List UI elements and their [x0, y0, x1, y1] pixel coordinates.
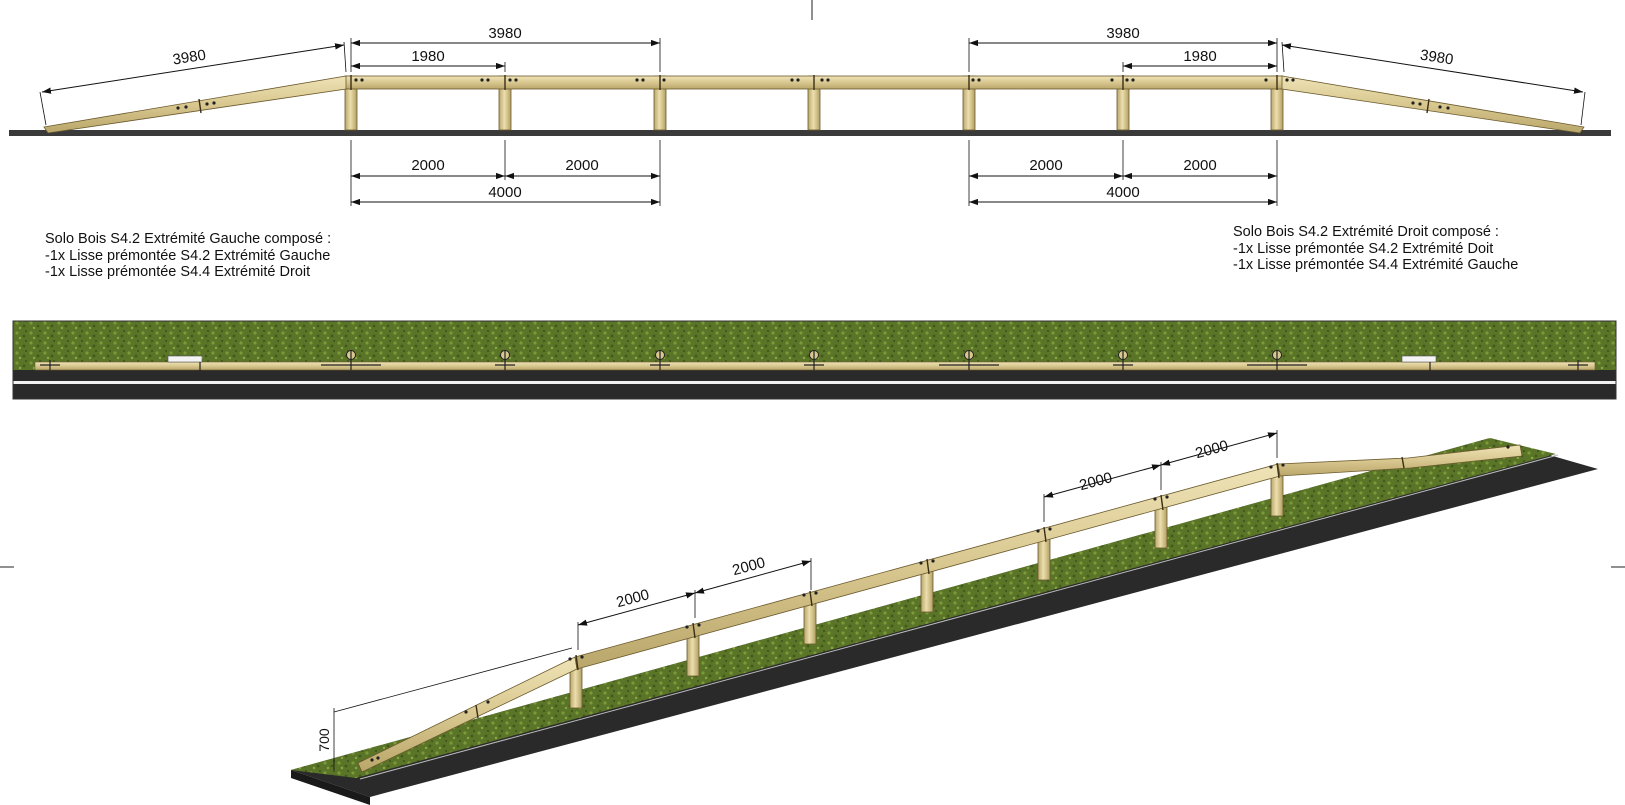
- perspective-extension-lines: [333, 430, 1278, 770]
- dim-label: 2000: [731, 554, 768, 579]
- note-line: -1x Lisse prémontée S4.2 Extrémité Gauch…: [45, 247, 331, 264]
- dim-label: 3980: [171, 47, 207, 69]
- sloped-rail-right: [1281, 75, 1585, 134]
- dim-label: 4000: [1106, 184, 1139, 201]
- elevation-view: 3980 1980 3980 1980 3980 3980 2000 2000 …: [9, 25, 1611, 206]
- plan-end-piece: [167, 355, 203, 363]
- perspective-joints: [475, 456, 1405, 719]
- perspective-bolts: [370, 445, 1510, 762]
- perspective-rail-end: [1277, 444, 1523, 477]
- note-line: -1x Lisse prémontée S4.4 Extrémité Gauch…: [1233, 257, 1519, 273]
- dim-label: 1980: [411, 48, 444, 65]
- road-strip: [13, 370, 1616, 399]
- perspective-view: 2000 2000 2000 2000 700: [291, 430, 1598, 805]
- road-slab-side: [291, 770, 370, 805]
- note-title: Solo Bois S4.2 Extrémité Droit composé :: [1233, 224, 1499, 240]
- note-line: -1x Lisse prémontée S4.2 Extrémité Doit: [1233, 240, 1494, 257]
- dim-label: 2000: [615, 586, 652, 611]
- plan-view: [12, 320, 1617, 400]
- rail-joints: [198, 75, 1430, 114]
- dim-label: 2000: [1183, 157, 1216, 174]
- note-line: -1x Lisse prémontée S4.4 Extrémité Droit: [45, 264, 311, 280]
- dim-label: 2000: [1194, 437, 1231, 462]
- dim-label: 2000: [1078, 469, 1115, 494]
- dim-label: 3980: [1419, 47, 1455, 69]
- dim-label: 2000: [411, 157, 444, 174]
- dim-label: 2000: [565, 157, 598, 174]
- dim-label: 4000: [488, 184, 521, 201]
- dim-label: 700: [316, 728, 332, 752]
- plan-frame: [12, 320, 1617, 400]
- dim-label: 3980: [488, 25, 521, 42]
- composition-note-left: Solo Bois S4.2 Extrémité Gauche composé …: [45, 231, 331, 281]
- composition-note-right: Solo Bois S4.2 Extrémité Droit composé :…: [1233, 224, 1518, 274]
- road-marking: [13, 381, 1616, 384]
- elevation-posts: [344, 75, 1284, 131]
- road-edge: [359, 454, 1559, 780]
- dim-label: 1980: [1183, 48, 1216, 65]
- dimension-lines: [41, 39, 1584, 206]
- dim-label: 2000: [1029, 157, 1062, 174]
- perspective-dimension-lines: [577, 432, 1278, 626]
- plan-brackets: [40, 350, 1588, 371]
- plan-end-piece: [1401, 355, 1437, 363]
- perspective-posts: [569, 469, 1284, 709]
- note-title: Solo Bois S4.2 Extrémité Gauche composé …: [45, 231, 332, 247]
- dim-label: 3980: [1106, 25, 1139, 42]
- ground-line: [9, 130, 1611, 136]
- plan-rail: [34, 361, 1596, 371]
